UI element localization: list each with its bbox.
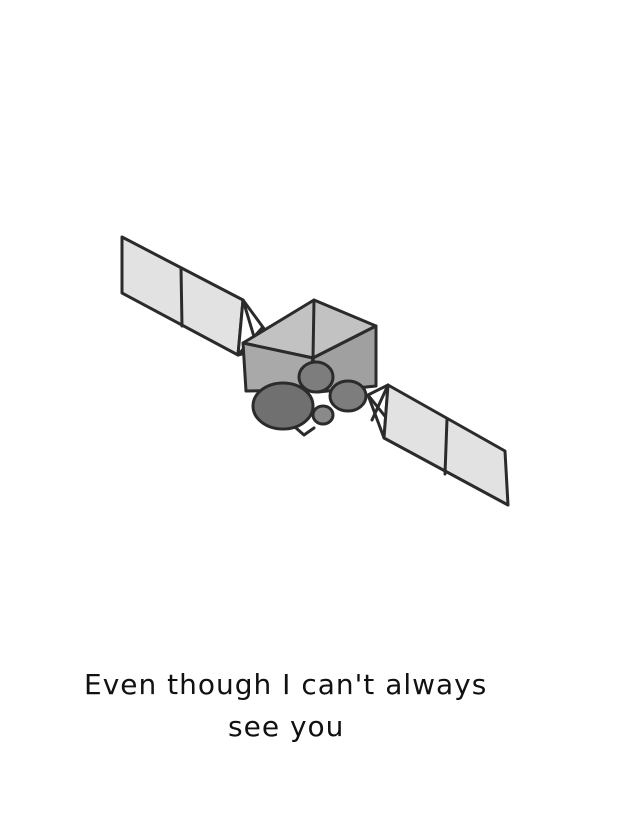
thruster-cluster xyxy=(251,360,368,437)
caption-line-1: Even though I can't always xyxy=(84,668,488,701)
left-solar-panel xyxy=(120,235,245,357)
right-solar-panel xyxy=(382,383,510,507)
satellite-icon xyxy=(120,235,510,507)
caption-line-2: see you xyxy=(228,710,345,743)
